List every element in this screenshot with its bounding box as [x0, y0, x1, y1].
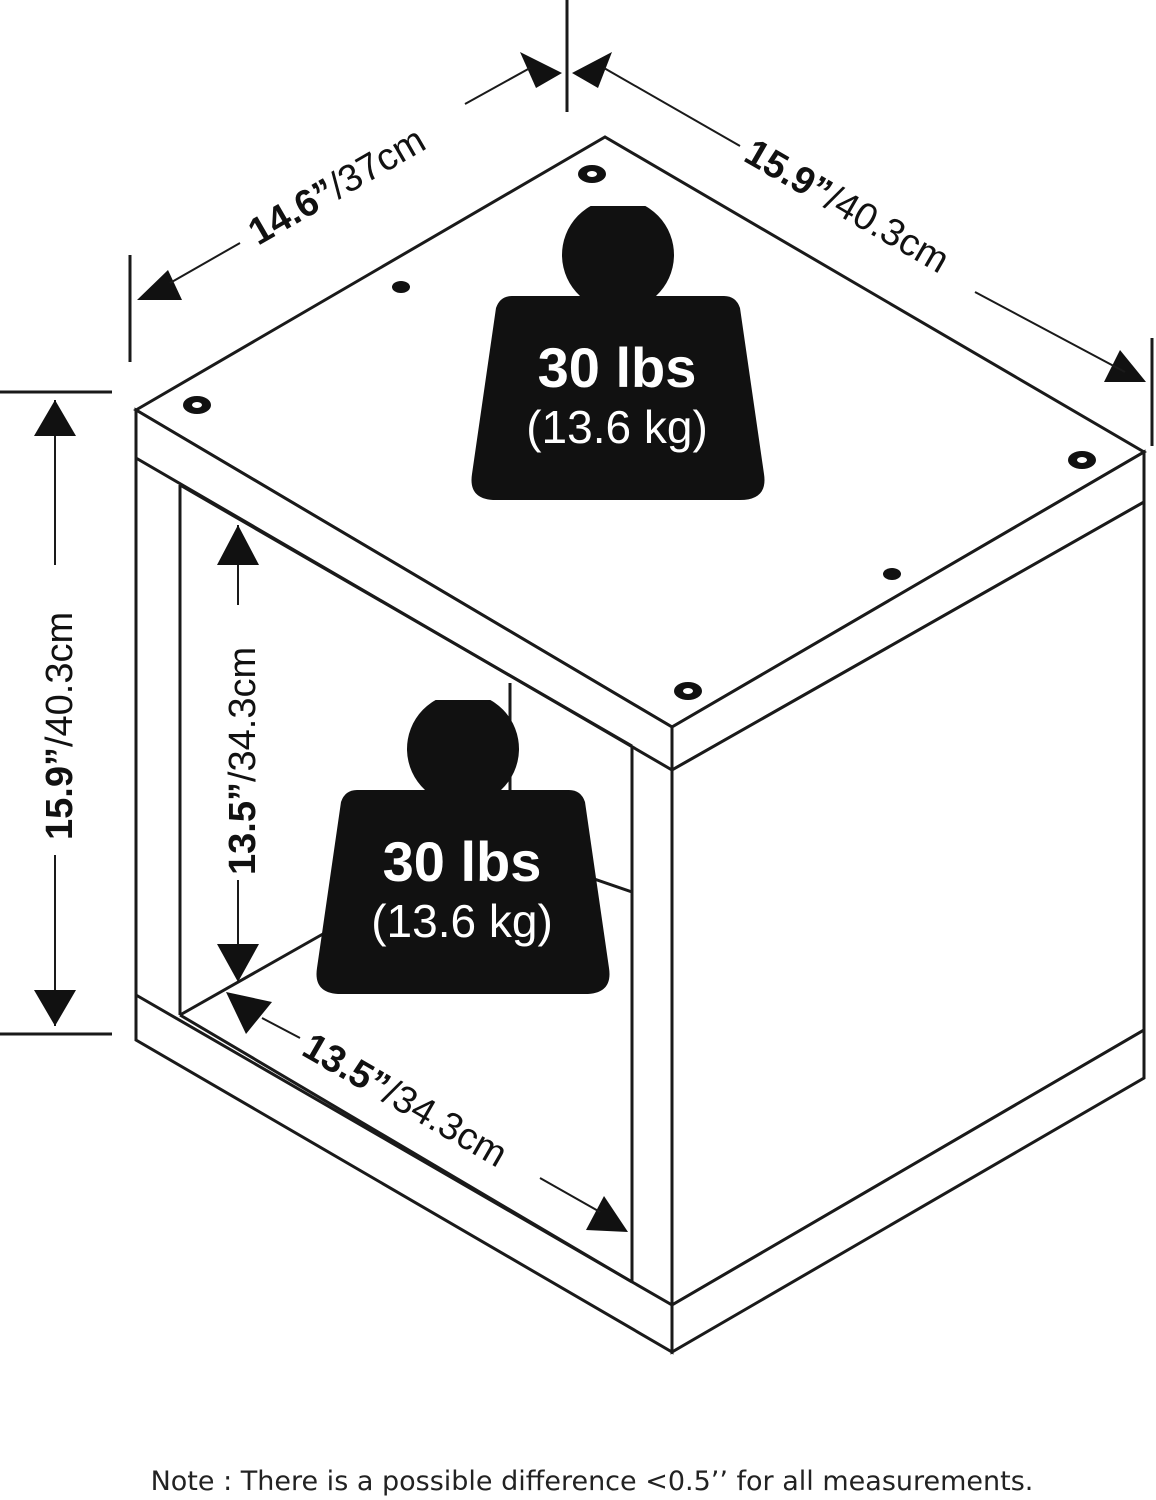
dimension-inner-height: 13.5”/34.3cm [214, 525, 264, 982]
weight-inner-lbs: 30 lbs [383, 830, 542, 893]
dimension-arrow-icon [34, 990, 76, 1026]
cube-bottom-lip-left [134, 992, 674, 1355]
overall-height-cm: /40.3cm [39, 612, 81, 747]
inner-height-inches: 13.5” [222, 782, 264, 875]
top-width-inches: 14.6” [242, 171, 344, 254]
top-width-cm: /37cm [322, 119, 433, 207]
weight-inner-kg: (13.6 kg) [371, 895, 553, 947]
dimension-overall-height: 15.9”/40.3cm [0, 390, 112, 1036]
dimension-arrow-icon [137, 270, 182, 300]
dimension-arrow-icon [217, 944, 259, 982]
measurement-note: Note : There is a possible difference <0… [151, 1466, 1034, 1497]
dimension-arrow-icon [226, 992, 272, 1034]
weight-icon-inner: 30 lbs (13.6 kg) [316, 700, 610, 994]
dimension-arrow-icon [520, 52, 562, 88]
weight-icon-top: 30 lbs (13.6 kg) [471, 206, 765, 500]
top-depth-inches: 15.9” [738, 131, 840, 214]
cube-body [133, 135, 1147, 1355]
svg-text:14.6”/37cm: 14.6”/37cm [242, 119, 433, 254]
inner-height-cm: /34.3cm [222, 647, 264, 782]
weight-top-lbs: 30 lbs [538, 336, 697, 399]
weight-top-kg: (13.6 kg) [526, 401, 708, 453]
dimension-arrow-icon [572, 52, 612, 88]
dimension-arrow-icon [34, 400, 76, 436]
svg-text:15.9”/40.3cm: 15.9”/40.3cm [39, 612, 81, 840]
svg-text:13.5”/34.3cm: 13.5”/34.3cm [222, 647, 264, 875]
dimension-arrow-icon [586, 1196, 628, 1232]
dimension-arrow-icon [217, 525, 259, 565]
top-depth-cm: /40.3cm [818, 178, 956, 282]
overall-height-inches: 15.9” [39, 747, 81, 840]
top-holes [183, 165, 1096, 700]
dimension-arrow-icon [1104, 350, 1146, 382]
